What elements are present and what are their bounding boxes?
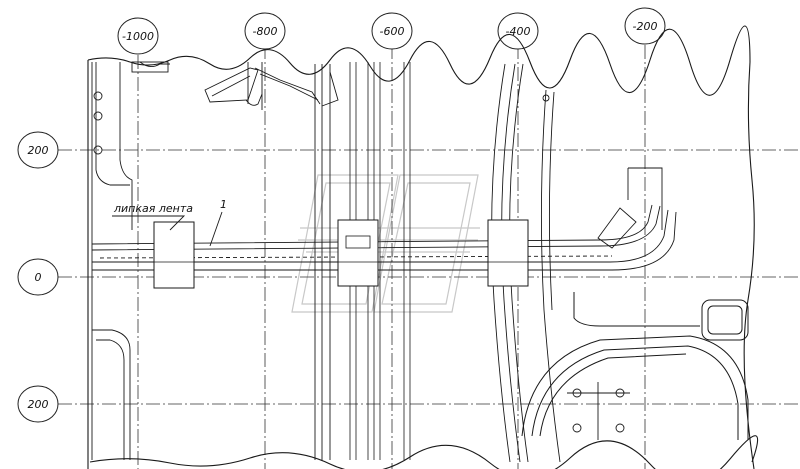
- y-grid-label-group: [17, 131, 59, 423]
- bolt-holes: [567, 382, 630, 440]
- y-label-200-bottom: 200: [28, 398, 49, 411]
- x-label-minus-1000: -1000: [122, 30, 154, 43]
- x-label-minus-400: -400: [506, 25, 531, 38]
- y-label-200-top: 200: [28, 144, 49, 157]
- wheel-arch: [521, 292, 749, 440]
- curved-member-minus-400: [491, 63, 561, 463]
- x-label-minus-200: -200: [633, 20, 658, 33]
- tape-note-label: липкая лента: [113, 202, 193, 215]
- x-grid-label-group: [117, 7, 666, 55]
- left-rail: [91, 62, 133, 460]
- callout-number: 1: [220, 198, 227, 211]
- tape-blocks: [153, 219, 529, 289]
- leader-lines: [112, 211, 223, 247]
- x-label-minus-800: -800: [253, 25, 278, 38]
- tape-block-inner: [154, 235, 528, 263]
- watermark-logo: [291, 174, 480, 313]
- y-label-0: 0: [35, 271, 42, 284]
- x-label-minus-600: -600: [380, 25, 405, 38]
